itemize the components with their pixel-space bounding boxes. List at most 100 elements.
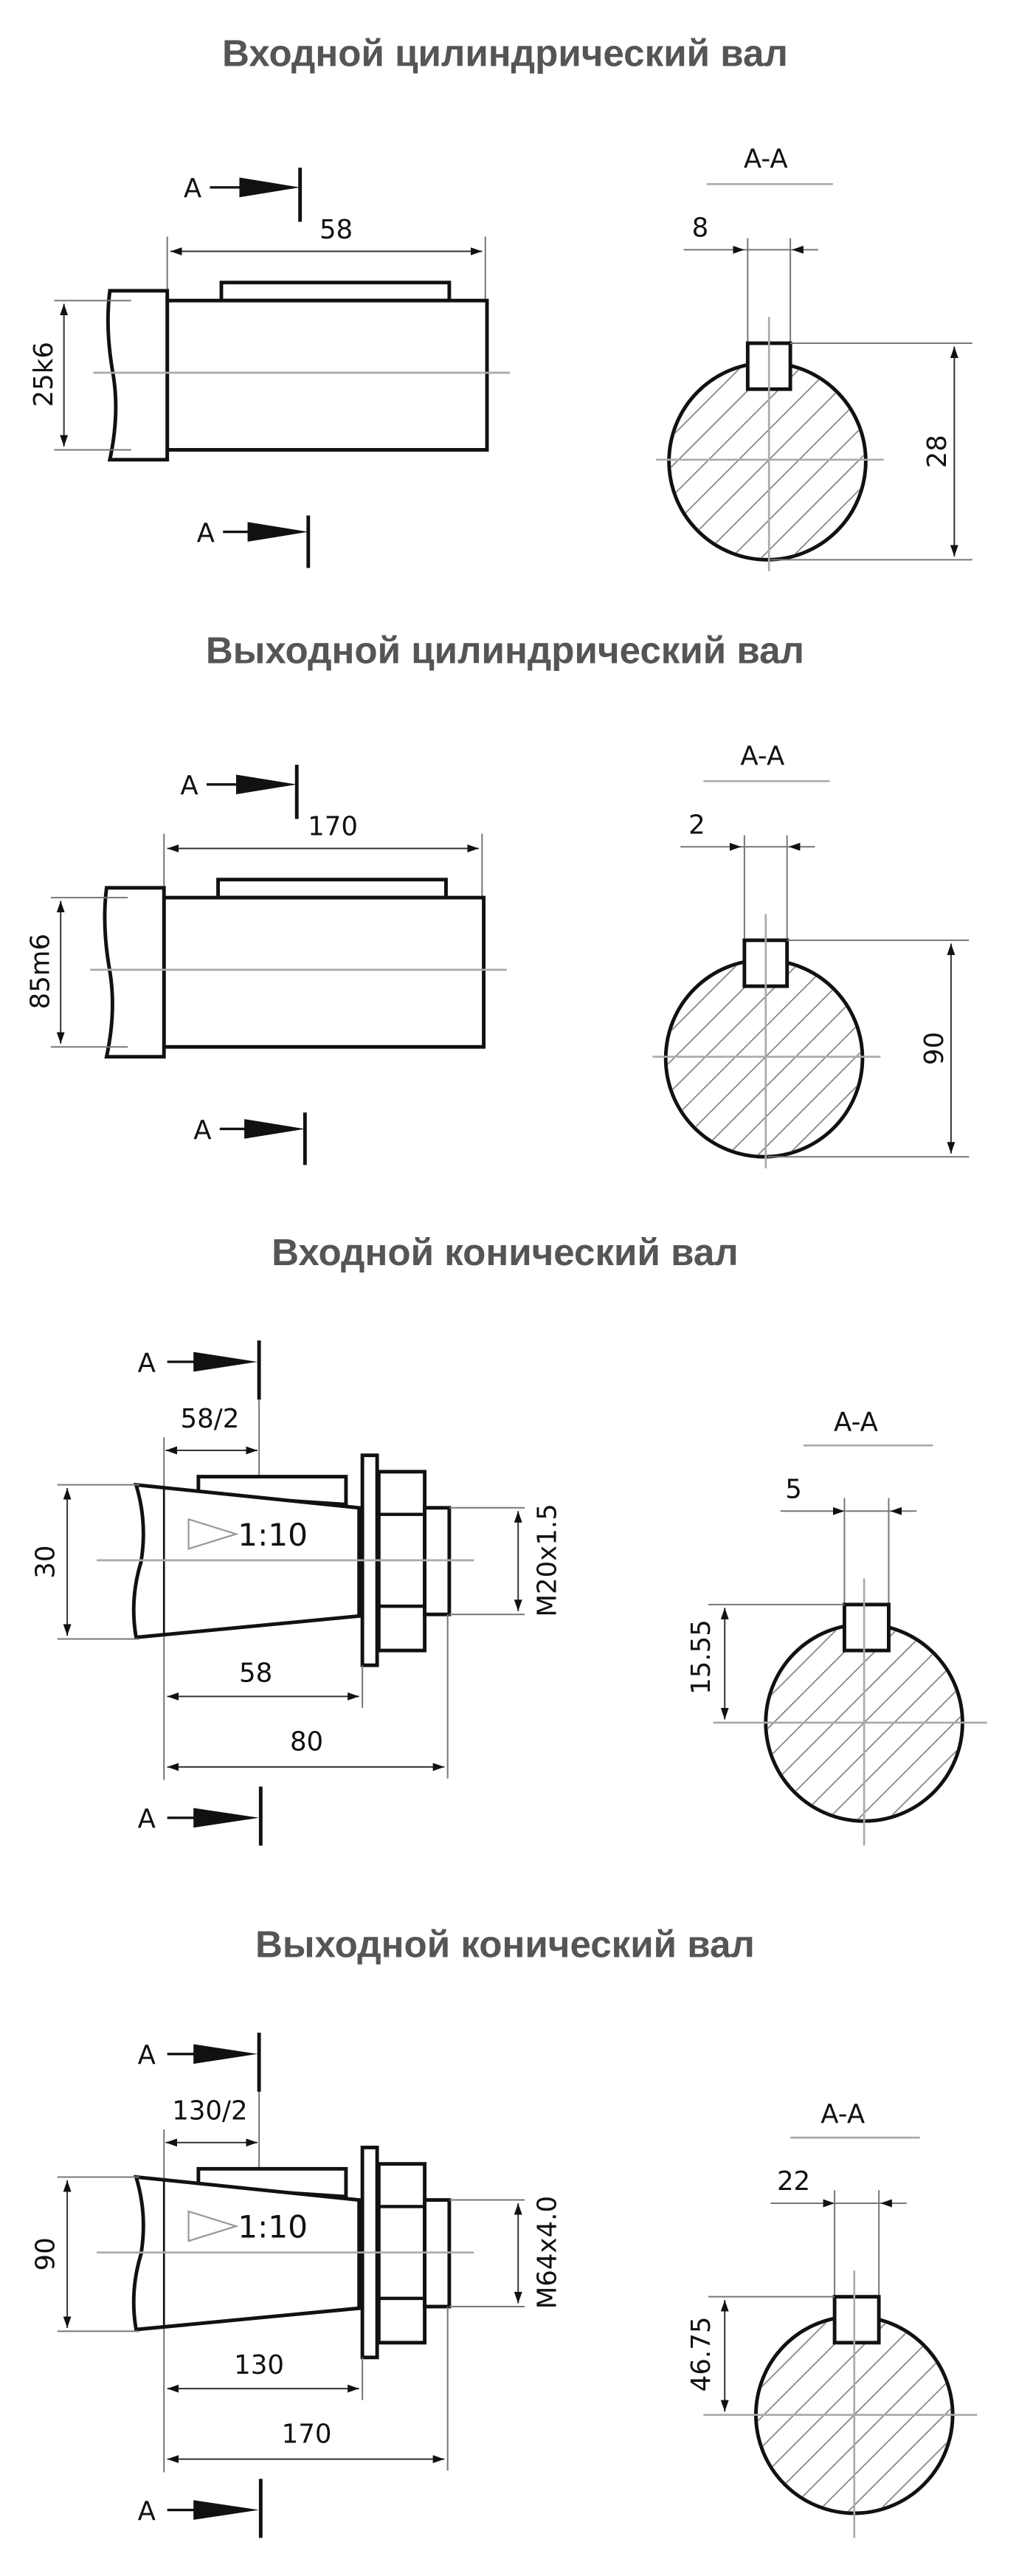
arrow-icon — [193, 2500, 260, 2520]
cut-arrow-bottom: A — [193, 1112, 307, 1165]
cone-length-dimension: 130 — [234, 2350, 284, 2380]
diameter-dimension: 30 — [30, 1545, 61, 1578]
hatch-line — [670, 364, 865, 559]
hatch-line — [767, 1625, 961, 1819]
hatch-line — [766, 2327, 951, 2512]
taper-icon — [187, 1518, 239, 1550]
hatch-line — [680, 373, 865, 559]
total-length-dimension: 80 — [290, 1727, 323, 1757]
length-dimension: 170 — [308, 812, 358, 842]
hatch-line — [767, 1625, 961, 1819]
thread-dimension: M20x1.5 — [532, 1504, 562, 1616]
taper-icon — [187, 2210, 239, 2242]
cut-arrow-bottom: A — [197, 515, 311, 568]
taper-ratio: 1:10 — [238, 1517, 308, 1553]
section-label: A-A — [740, 741, 785, 771]
section-cylindrical-output: Выходной цилиндрический вал A 170 85m6 A… — [26, 629, 970, 1168]
section-title: Выходной конический вал — [255, 1924, 755, 1966]
length-dimension: 58 — [319, 215, 353, 245]
key — [219, 280, 452, 303]
hatch-line — [757, 2318, 942, 2503]
cut-label: A — [184, 173, 202, 204]
section-title: Выходной цилиндрический вал — [206, 629, 804, 671]
thread-dimension: M64x4.0 — [532, 2196, 562, 2309]
cut-label: A — [197, 518, 215, 548]
section-label: A-A — [744, 144, 789, 174]
arrow-icon — [239, 177, 300, 198]
cross-section: A-A 5 15.55 — [686, 1407, 987, 1846]
hatch-line — [757, 2318, 951, 2512]
cut-arrow-bottom: A — [138, 2479, 263, 2538]
total-length-dimension: 170 — [282, 2419, 332, 2449]
cone-length-dimension: 58 — [239, 1658, 272, 1688]
arrow-icon — [193, 1808, 260, 1828]
cut-label: A — [180, 771, 198, 801]
hatch-line — [757, 2318, 951, 2512]
hatch-line — [670, 364, 865, 559]
shaft-body — [165, 298, 489, 452]
hatch-line — [670, 364, 865, 559]
hatch-line — [667, 961, 861, 1155]
key-height-dimension: 90 — [919, 1032, 950, 1065]
key-section — [832, 2295, 881, 2345]
section-label: A-A — [834, 1407, 879, 1437]
hatch-line — [667, 961, 861, 1155]
key-width-dimension: 2 — [688, 810, 705, 840]
cross-section: A-A 8 28 — [655, 144, 972, 571]
hatch-line — [767, 1625, 961, 1819]
arrow-icon — [247, 522, 308, 542]
hatch-line — [757, 2318, 951, 2512]
cut-arrow-top: A — [138, 1340, 261, 1400]
half-length-dimension: 130/2 — [172, 2096, 247, 2126]
shaft-break — [103, 886, 166, 1059]
key-section — [843, 1602, 891, 1653]
hatch-line — [670, 364, 865, 559]
cut-arrow-top: A — [138, 2032, 261, 2092]
key-width-dimension: 8 — [692, 213, 709, 244]
key-height-dimension: 28 — [922, 435, 953, 468]
arrow-icon — [244, 1119, 305, 1139]
hatch-line — [767, 1625, 961, 1819]
hatch-line — [767, 1625, 961, 1819]
taper-ratio: 1:10 — [238, 2209, 308, 2245]
key-width-dimension: 5 — [785, 1474, 802, 1504]
hatch-line — [667, 961, 861, 1155]
key — [216, 878, 448, 900]
hatch-line — [757, 2318, 951, 2512]
section-title: Входной конический вал — [272, 1231, 739, 1273]
hatch-line — [757, 2318, 951, 2512]
cut-label: A — [138, 2496, 156, 2527]
shaft-body — [162, 895, 486, 1049]
cut-arrow-top: A — [184, 168, 303, 222]
hatch-line — [757, 2318, 951, 2512]
cut-label: A — [138, 2040, 156, 2070]
key-height-dimension: 46.75 — [686, 2317, 716, 2392]
hatch-line — [767, 1625, 953, 1811]
hatch-line — [667, 961, 852, 1146]
cut-arrow-top: A — [180, 765, 299, 819]
cut-arrow-bottom: A — [138, 1786, 263, 1846]
half-length-dimension: 58/2 — [181, 1404, 240, 1434]
cut-label: A — [193, 1115, 212, 1146]
hatch-line — [776, 1634, 961, 1819]
hatch-line — [767, 1625, 961, 1819]
section-conical-input: Входной конический вал A 58/2 1:10 30 M2… — [30, 1231, 987, 1846]
hatch-line — [670, 364, 865, 559]
arrow-icon — [193, 2044, 258, 2064]
diameter-dimension: 85m6 — [26, 934, 56, 1009]
arrow-icon — [193, 1351, 258, 1372]
diameter-dimension: 90 — [30, 2237, 61, 2270]
hatch-line — [667, 961, 861, 1155]
cross-section: A-A 22 46.75 — [686, 2099, 978, 2538]
cross-section: A-A 2 90 — [652, 741, 970, 1168]
key-height-dimension: 15.55 — [686, 1619, 716, 1695]
hatch-line — [667, 961, 861, 1155]
hatch-line — [676, 970, 861, 1155]
section-cylindrical-input: Входной цилиндрический вал A 58 25k6 A A… — [29, 32, 972, 571]
hatch-line — [670, 364, 865, 559]
cut-label: A — [138, 1804, 156, 1834]
cut-label: A — [138, 1348, 156, 1378]
section-label: A-A — [820, 2099, 866, 2129]
hatch-line — [667, 961, 861, 1155]
